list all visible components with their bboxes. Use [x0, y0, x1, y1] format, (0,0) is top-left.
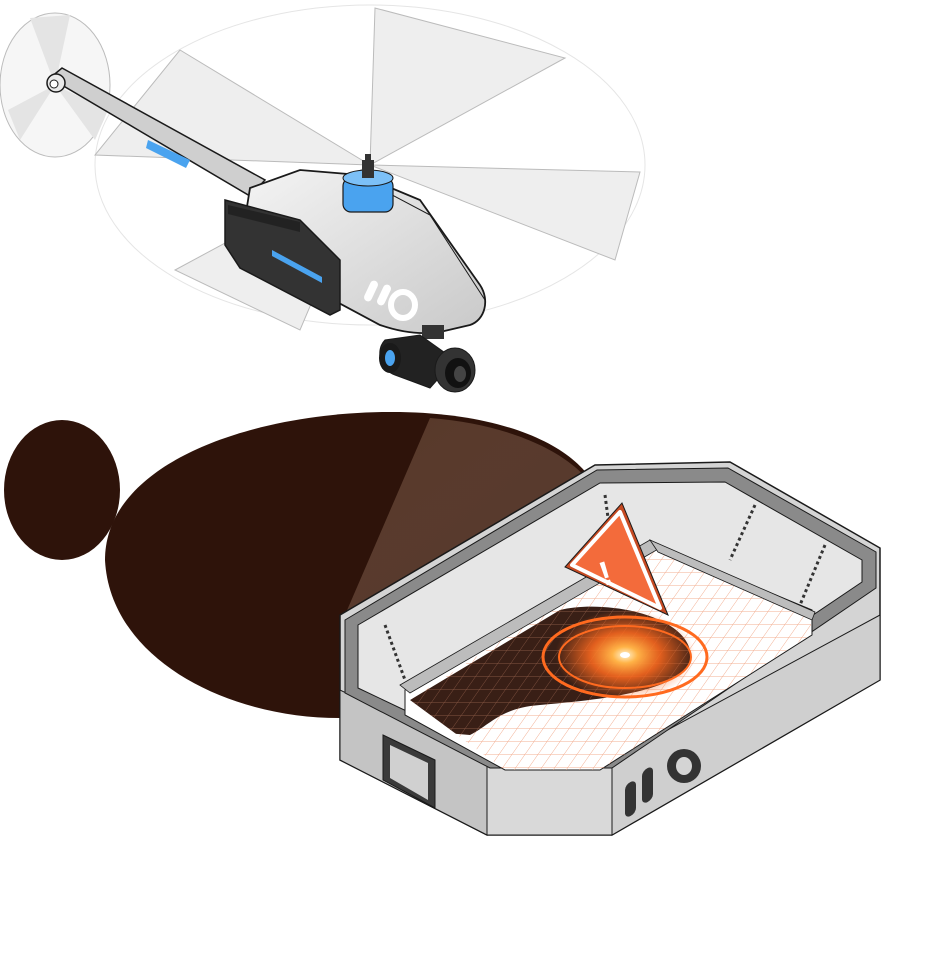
drone-shadow: [4, 411, 600, 719]
logo-mark-icon: [625, 749, 701, 817]
camera-gimbal-icon: [379, 325, 476, 393]
thermal-hotspot-icon: [541, 610, 709, 700]
helicopter-drone-icon: [46, 67, 487, 393]
drone-logo: [364, 280, 418, 321]
